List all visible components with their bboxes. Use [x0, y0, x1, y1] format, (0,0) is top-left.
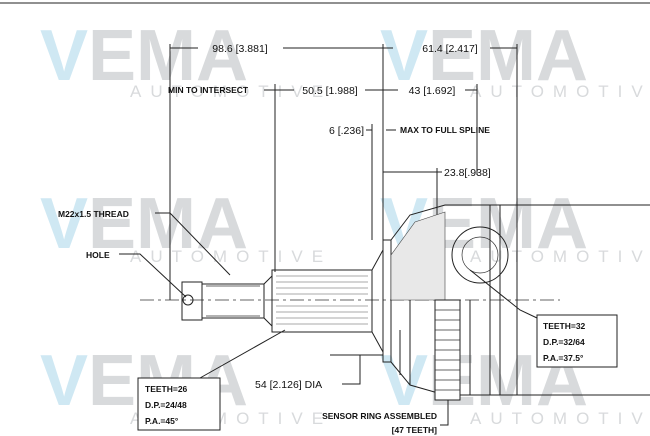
- inner-pa: P.A.=37.5°: [543, 353, 584, 363]
- outer-teeth: TEETH=26: [145, 384, 188, 394]
- outer-pa: P.A.=45°: [145, 416, 179, 426]
- watermark-logo: VEMA: [380, 16, 588, 96]
- inner-dp: D.P.=32/64: [543, 337, 585, 347]
- dim-overall-length: 98.6 [3.881]: [212, 43, 268, 55]
- extension-lines: [169, 44, 518, 305]
- dim-joint-depth: 43 [1.692]: [409, 85, 456, 97]
- watermark-sub: AUTOMOTIVE: [470, 247, 650, 266]
- sensor-teeth-label: [47 TEETH]: [392, 425, 438, 435]
- hole-label: HOLE: [86, 250, 110, 260]
- outer-dp: D.P.=24/48: [145, 400, 187, 410]
- outer-spline-spec-box: TEETH=26 D.P.=24/48 P.A.=45°: [137, 377, 221, 431]
- inner-spline-spec-box: TEETH=32 D.P.=32/64 P.A.=37.5°: [536, 314, 618, 368]
- dimension-lines: [170, 47, 517, 173]
- dim-min-to-intersect: 50.5 [1.988]: [302, 85, 358, 97]
- dim-diameter: 54 [2.126] DIA: [255, 379, 322, 391]
- dim-joint-length: 61.4 [2.417]: [422, 43, 478, 55]
- max-to-full-spline-label: MAX TO FULL SPLINE: [400, 125, 490, 135]
- inner-teeth: TEETH=32: [543, 321, 586, 331]
- watermark-logo: VEMA: [40, 16, 248, 96]
- watermark-logo: VEMA: [40, 184, 248, 264]
- dim-spline-offset: 6 [.236]: [329, 125, 364, 137]
- watermark-sub: AUTOMOTIVE: [130, 247, 332, 266]
- watermark-sub: AUTOMOTIVE: [470, 409, 650, 428]
- thread-label: M22x1.5 THREAD: [58, 209, 129, 219]
- cv-joint-part: [140, 204, 650, 401]
- dim-inner-depth: 23.8[.938]: [444, 167, 491, 179]
- sensor-ring-label: SENSOR RING ASSEMBLED: [322, 411, 437, 421]
- watermark-sub: AUTOMOTIVE: [470, 82, 650, 101]
- min-to-intersect-label: MIN TO INTERSECT: [168, 85, 249, 95]
- leader-lines: [119, 212, 538, 426]
